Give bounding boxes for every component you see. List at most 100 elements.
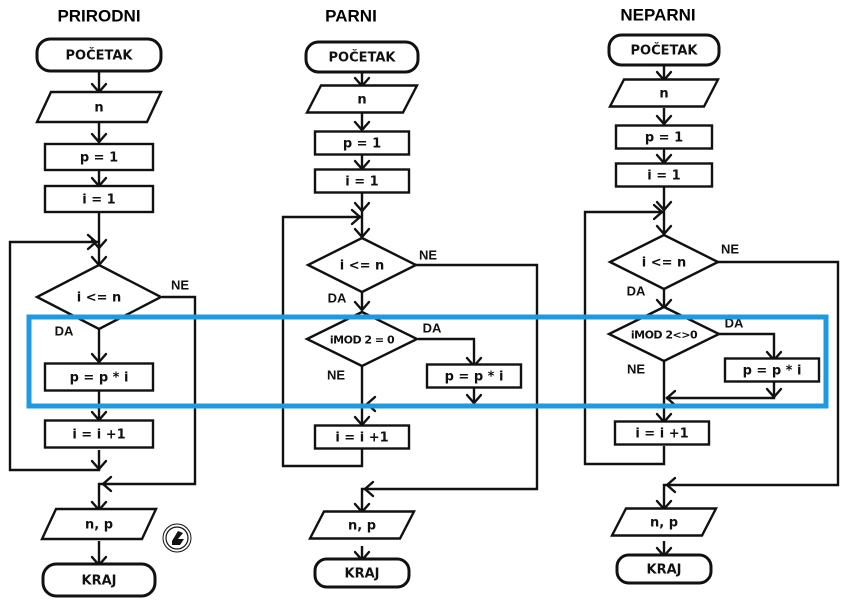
arrow-right-icon xyxy=(652,203,664,221)
title-prirodni: PRIRODNI xyxy=(57,7,140,26)
arrow-down-icon xyxy=(353,201,371,213)
end-terminal-shape xyxy=(313,557,411,589)
arrow-left-icon xyxy=(101,475,113,493)
init-p: p = 1 xyxy=(645,131,683,146)
end-terminal-shape xyxy=(615,553,713,585)
increment-i-shape xyxy=(313,424,411,450)
inner-condition-shape xyxy=(606,305,722,363)
input-n: n xyxy=(357,93,366,108)
body-p-times-i: p = p * i xyxy=(445,370,504,385)
init-i: i = 1 xyxy=(82,193,115,208)
label-inner-ne: NE xyxy=(627,362,645,377)
title-parni: PARNI xyxy=(325,7,377,26)
arrow-right-icon xyxy=(86,233,98,251)
label-da: DA xyxy=(55,324,74,339)
loop-condition-shape xyxy=(305,236,419,294)
init-i-shape xyxy=(614,162,714,188)
output-n-p: n, p xyxy=(85,518,113,533)
arrow-down-icon xyxy=(655,114,673,126)
arrow-down-icon xyxy=(765,387,783,399)
label-ne: NE xyxy=(171,278,189,293)
body-p-times-i-shape xyxy=(43,362,155,392)
arrow-down-icon xyxy=(90,352,108,364)
inner-condition: iMOD 2<>0 xyxy=(631,329,698,342)
loop-back-connector xyxy=(281,215,364,468)
highlight-box xyxy=(26,314,829,409)
badge-layer xyxy=(162,523,192,553)
init-i: i = 1 xyxy=(647,169,680,184)
body-p-times-i-shape xyxy=(425,363,523,389)
init-p-shape xyxy=(614,124,714,150)
init-p-shape xyxy=(43,142,155,172)
init-i-shape xyxy=(43,184,155,214)
no-branch-connector xyxy=(662,260,840,509)
arrow-left-icon xyxy=(665,389,677,407)
start-terminal: POČETAK xyxy=(329,50,397,66)
init-p: p = 1 xyxy=(343,137,381,152)
inner-condition-shape xyxy=(304,310,420,368)
start-terminal-shape xyxy=(304,40,420,74)
input-n-shape xyxy=(35,90,163,124)
end-terminal: KRAJ xyxy=(345,567,380,582)
increment-i: i = i +1 xyxy=(335,431,388,446)
label-da: DA xyxy=(627,284,646,299)
label-da: DA xyxy=(328,291,347,306)
inner-yes-connector xyxy=(418,337,476,366)
body-p-times-i: p = p * i xyxy=(70,371,129,386)
loop-condition: i <= n xyxy=(77,291,122,306)
body-p-times-i: p = p * i xyxy=(743,364,802,379)
loop-condition-shape xyxy=(34,263,164,331)
no-branch-connector xyxy=(360,263,539,512)
arrow-down-icon xyxy=(90,459,108,471)
label-ne: NE xyxy=(721,242,739,257)
start-terminal: POČETAK xyxy=(66,48,134,64)
output-n-p: n, p xyxy=(650,516,678,531)
init-i: i = 1 xyxy=(345,175,378,190)
arrow-down-icon xyxy=(353,300,371,312)
inner-condition: iMOD 2 = 0 xyxy=(330,334,395,347)
loop-condition: i <= n xyxy=(642,256,687,271)
arrow-down-icon xyxy=(90,132,108,144)
label-ne: NE xyxy=(419,248,437,263)
start-terminal: POČETAK xyxy=(631,43,699,59)
arrow-left-icon xyxy=(665,476,677,494)
end-terminal-shape xyxy=(41,562,157,598)
increment-i-shape xyxy=(613,420,711,446)
arrow-down-icon xyxy=(353,120,371,132)
merge-connector xyxy=(666,381,776,400)
start-terminal-shape xyxy=(607,33,721,67)
input-n-shape xyxy=(608,78,720,108)
label-inner-ne: NE xyxy=(327,368,345,383)
arrow-down-icon xyxy=(655,200,673,212)
output-n-p-shape xyxy=(308,510,416,540)
badge-outer-ring xyxy=(162,523,192,553)
highlight-layer xyxy=(26,314,829,409)
increment-i: i = i +1 xyxy=(72,428,125,443)
badge-inner-ring xyxy=(165,526,189,550)
circled-arrow-icon xyxy=(162,523,192,553)
inner-yes-connector xyxy=(718,332,776,360)
loop-back-connector xyxy=(583,210,666,466)
no-branch-connector xyxy=(97,295,197,510)
text-layer: PRIRODNI POČETAK n p = 1 i = 1 i <= n NE DA p = … xyxy=(55,6,802,589)
connector-layer xyxy=(8,65,840,567)
init-p-shape xyxy=(313,130,411,156)
input-n: n xyxy=(94,101,103,116)
output-n-p: n, p xyxy=(348,519,376,534)
arrow-left-icon xyxy=(363,480,375,498)
title-neparni: NEPARNI xyxy=(620,6,695,25)
increment-i: i = i +1 xyxy=(635,427,688,442)
output-n-p-shape xyxy=(40,507,158,541)
loop-condition-shape xyxy=(607,233,721,291)
label-inner-da: DA xyxy=(423,321,442,336)
end-terminal: KRAJ xyxy=(647,563,682,578)
increment-i-shape xyxy=(43,419,155,449)
input-n: n xyxy=(659,87,668,102)
loop-back-connector xyxy=(8,240,101,472)
init-p: p = 1 xyxy=(80,151,118,166)
start-terminal-shape xyxy=(35,37,163,73)
loop-condition: i <= n xyxy=(340,259,385,274)
badge-glyph xyxy=(172,531,184,545)
input-n-shape xyxy=(305,84,419,114)
